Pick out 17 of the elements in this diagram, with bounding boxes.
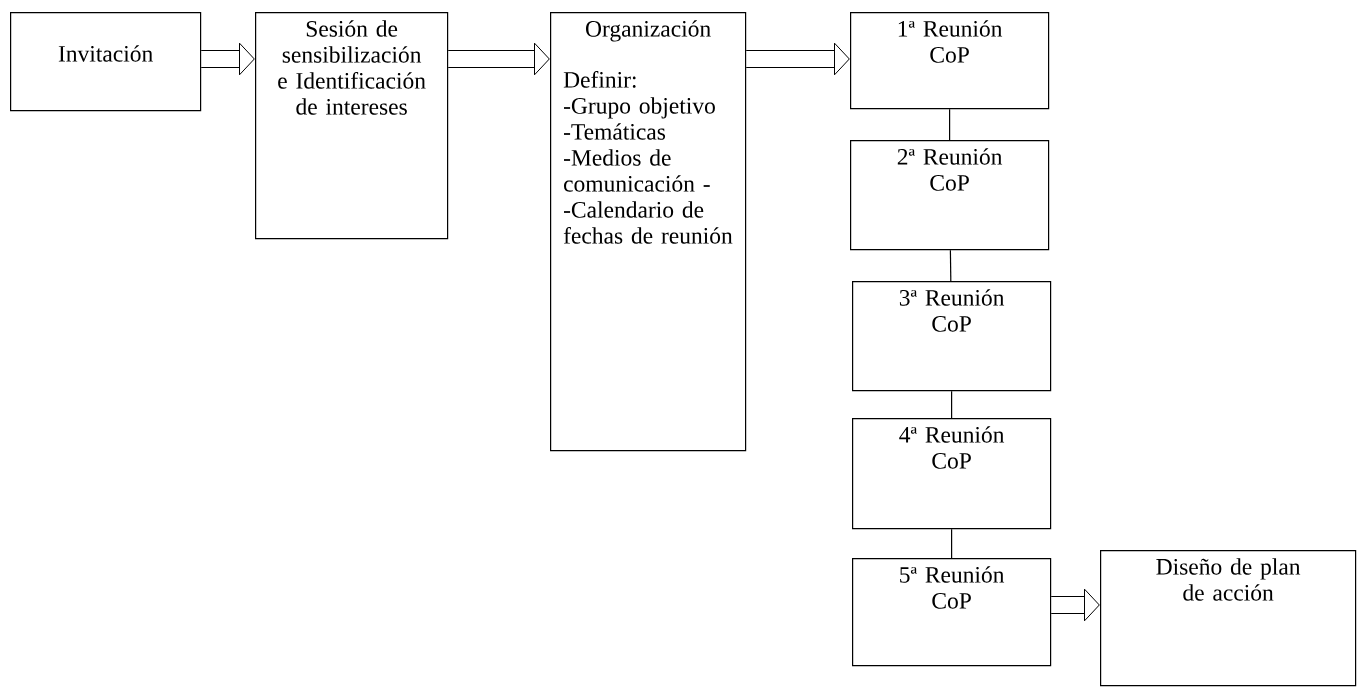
connector-line xyxy=(951,390,953,419)
connector-line xyxy=(949,249,952,282)
block-arrow xyxy=(201,42,255,76)
process-box: Invitación xyxy=(10,12,202,112)
process-box: 5ª Reunión CoP xyxy=(852,558,1052,667)
connector-line xyxy=(949,108,951,141)
block-arrow xyxy=(1051,588,1100,622)
process-box: 3ª Reunión CoP xyxy=(852,281,1052,392)
process-box: Diseño de plan de acción xyxy=(1100,550,1357,687)
process-box: 1ª Reunión CoP xyxy=(850,12,1050,110)
process-box: Sesión de sensibilización e Identificación de intereses xyxy=(255,12,449,240)
block-arrow xyxy=(746,42,850,76)
process-box: 4ª Reunión CoP xyxy=(852,418,1052,530)
block-arrow xyxy=(448,42,550,76)
connector-line xyxy=(951,528,953,559)
process-box: 2ª Reunión CoP xyxy=(850,140,1050,251)
process-box: Organización Definir: -Grupo objetivo -Temáticas -Medios de comunicación - -Calendario de fechas de reunión xyxy=(550,12,747,452)
